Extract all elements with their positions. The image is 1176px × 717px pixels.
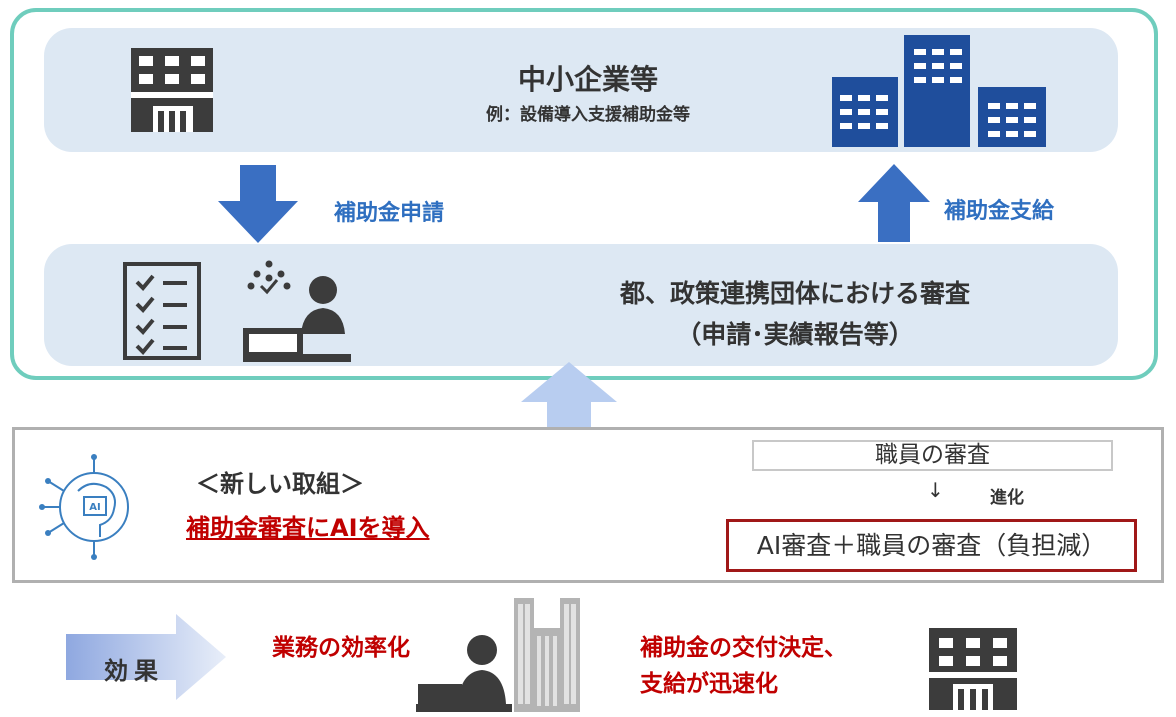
clock-worker-icon — [243, 260, 351, 362]
government-building-icon — [514, 598, 580, 712]
top-title: 中小企業等 — [517, 63, 658, 96]
evolve-arrow: ↓ — [927, 478, 944, 502]
speedup-line1: 補助金の交付決定、 — [640, 635, 847, 661]
pay-label: 補助金支給 — [944, 199, 1055, 224]
buildings-group-icon — [832, 35, 1046, 147]
apply-down-arrow — [218, 165, 298, 243]
effect-label: 効果 — [104, 657, 164, 685]
staff-review-box: 職員の審査 — [752, 440, 1113, 471]
ai-introduction-text: 補助金審査にAIを導入 — [186, 514, 430, 542]
office-building-icon — [929, 628, 1017, 710]
review-title: 都、政策連携団体における審査 — [619, 279, 970, 308]
efficiency-text: 業務の効率化 — [272, 635, 410, 661]
apply-label: 補助金申請 — [334, 201, 445, 226]
improve-up-arrow — [521, 362, 617, 440]
review-band — [44, 244, 1118, 366]
checklist-icon — [123, 262, 201, 360]
ai-brain-icon: AI — [39, 454, 129, 560]
pay-up-arrow — [858, 164, 930, 242]
speedup-line2: 支給が迅速化 — [640, 671, 778, 697]
ai-review-box: AI審査＋職員の審査（負担減） — [726, 519, 1137, 572]
review-subtitle: （申請･実績報告等） — [676, 320, 914, 349]
new-initiative-heading: ＜新しい取組＞ — [196, 470, 364, 498]
evolve-label: 進化 — [990, 488, 1024, 508]
ai-chip-label: AI — [89, 502, 100, 513]
top-subtitle: 例：設備導入支援補助金等 — [486, 105, 690, 125]
effect-arrow — [66, 614, 226, 700]
desk-worker-icon — [416, 635, 512, 712]
office-building-icon — [131, 48, 213, 132]
